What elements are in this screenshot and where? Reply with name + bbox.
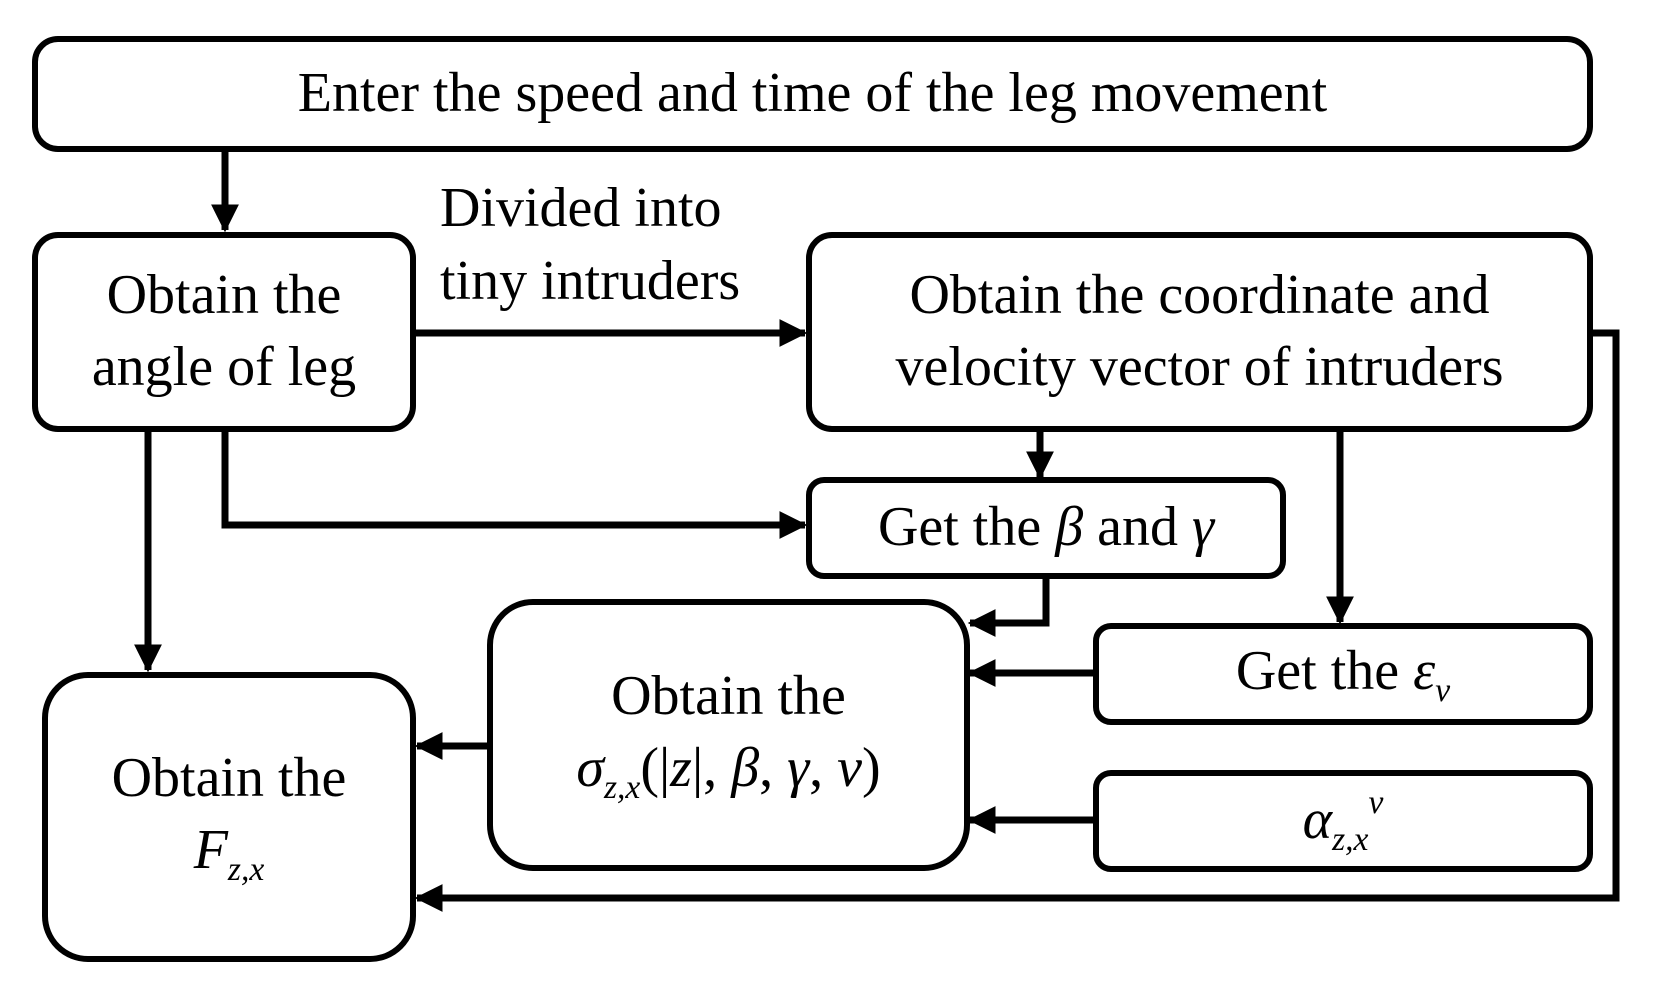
alpha-symbol: α <box>1302 789 1333 852</box>
sigma-arg-gamma: γ <box>787 736 810 799</box>
sigma-subscript: z,x <box>603 768 641 806</box>
input-node: Enter the speed and time of the leg move… <box>32 36 1593 152</box>
epsilon-subscript: v <box>1435 671 1451 709</box>
epsilon-prefix: Get the <box>1235 640 1414 703</box>
edge-label: Divided into tiny intruders <box>440 172 740 318</box>
force-expression: Fz,x <box>194 815 265 891</box>
sigma-comma1: , <box>759 736 788 799</box>
sigma-arg-z: z <box>670 736 692 799</box>
force-subscript: z,x <box>227 850 265 888</box>
epsilon-node: Get the εv <box>1093 623 1593 725</box>
sigma-node-line1: Obtain the <box>611 665 846 728</box>
beta-symbol: β <box>1055 496 1084 559</box>
alpha-node: αz,xv <box>1093 770 1593 872</box>
angle-node-line1: Obtain the <box>106 264 342 327</box>
force-node: Obtain the Fz,x <box>42 672 416 962</box>
sigma-expression: σz,x(|z|, β, γ, v) <box>576 733 880 809</box>
beta-gamma-and: and <box>1083 496 1192 559</box>
alpha-superscript: v <box>1368 784 1384 822</box>
sigma-args-close: ) <box>862 736 881 799</box>
sigma-args-open: (| <box>640 736 671 799</box>
force-node-line1: Obtain the <box>111 747 347 810</box>
sigma-symbol: σ <box>576 736 604 799</box>
angle-node-line2: angle of leg <box>91 336 357 398</box>
epsilon-symbol: ε <box>1413 640 1436 703</box>
arrow-angle-to-betagamma <box>221 430 808 539</box>
coordinate-node-line2: velocity vector of intruders <box>895 336 1504 398</box>
arrow-coord-to-force <box>414 329 1620 912</box>
gamma-symbol: γ <box>1191 496 1215 559</box>
coordinate-node-line1: Obtain the coordinate and <box>909 264 1490 327</box>
beta-gamma-node: Get the β and γ <box>806 477 1286 579</box>
edge-label-line1: Divided into <box>440 177 722 239</box>
angle-node: Obtain the angle of leg <box>32 232 416 432</box>
alpha-subscript: z,x <box>1332 820 1369 858</box>
sigma-arg-v: v <box>837 736 863 799</box>
coordinate-node: Obtain the coordinate and velocity vecto… <box>806 232 1593 432</box>
beta-gamma-text: Get the β and γ <box>878 492 1214 564</box>
force-symbol: F <box>193 818 228 881</box>
beta-gamma-prefix: Get the <box>877 496 1056 559</box>
alpha-text: αz,xv <box>1303 781 1384 861</box>
sigma-node: Obtain the σz,x(|z|, β, γ, v) <box>487 599 970 871</box>
sigma-comma2: , <box>809 736 838 799</box>
sigma-arg-beta: β <box>731 736 760 799</box>
input-node-text: Enter the speed and time of the leg move… <box>297 62 1328 125</box>
epsilon-text: Get the εv <box>1236 636 1450 712</box>
edge-label-line2: tiny intruders <box>440 249 741 312</box>
arrow-betagamma-to-sigma <box>967 579 1050 637</box>
sigma-args-mid: |, <box>691 736 732 799</box>
